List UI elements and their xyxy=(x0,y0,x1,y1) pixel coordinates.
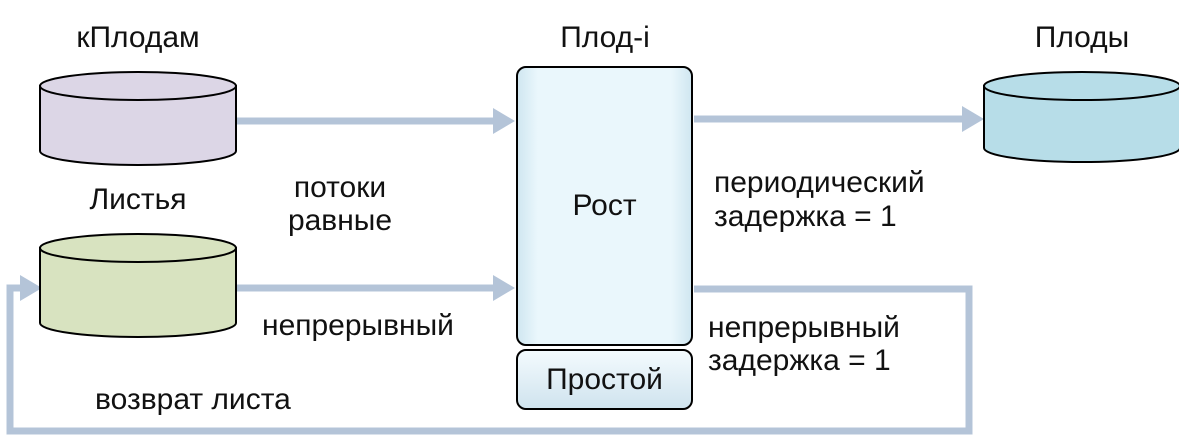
leaf-return-label: возврат листа xyxy=(95,383,291,416)
continuous-out-label: непрерывный xyxy=(708,311,900,344)
process-growth-label: Рост xyxy=(572,189,637,222)
store-fruits-label: Плоды xyxy=(1034,21,1130,54)
process-box-growth xyxy=(516,66,693,346)
store-leaves xyxy=(39,233,237,338)
continuous-in-label: непрерывный xyxy=(262,309,454,342)
process-title: Плод-i xyxy=(560,21,650,54)
arrowhead-icon xyxy=(493,275,515,301)
continuous-delay-label: задержка = 1 xyxy=(708,344,891,377)
flow-arrows xyxy=(6,115,973,435)
process-idle-label: Простой xyxy=(546,363,663,396)
store-fruits xyxy=(983,71,1179,163)
store-k-fruits xyxy=(39,71,237,166)
equal-flows-label-line2: равные xyxy=(287,204,393,237)
arrowhead-icon xyxy=(962,106,984,132)
equal-flows-label-line1: потоки xyxy=(293,171,387,204)
periodic-delay-label: задержка = 1 xyxy=(714,200,897,233)
arrowhead-icon xyxy=(20,275,42,301)
arrow-leaf-return xyxy=(6,284,973,435)
periodic-label: периодический xyxy=(714,166,925,199)
store-leaves-label: Листья xyxy=(89,183,187,216)
arrowhead-icon xyxy=(493,108,515,134)
process-box-idle xyxy=(516,349,693,410)
arrow-heads xyxy=(20,106,984,301)
store-k-fruits-label: кПлодам xyxy=(76,21,200,54)
